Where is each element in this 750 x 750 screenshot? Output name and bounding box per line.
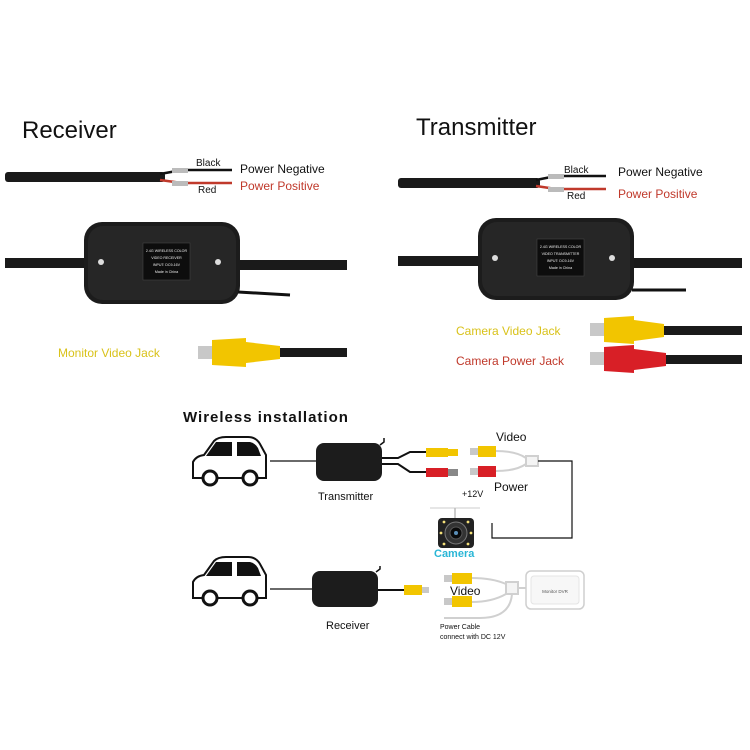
transmitter-power-positive: Power Positive bbox=[618, 187, 698, 201]
install-video-bottom-label: Video bbox=[450, 584, 481, 598]
monitor-cable bbox=[444, 577, 526, 619]
install-power-label: Power bbox=[494, 480, 528, 494]
install-camera-label: Camera bbox=[434, 548, 475, 560]
install-monitor-label: Monitor DVR bbox=[542, 589, 569, 594]
transmitter-power-negative: Power Negative bbox=[618, 165, 703, 179]
receiver-box-text-1: 2.4G WIRELESS COLOR bbox=[146, 249, 188, 253]
receiver-wire-red: Red bbox=[198, 185, 216, 196]
car-icon bbox=[192, 436, 267, 487]
install-power-cable-line1: Power Cable bbox=[440, 624, 480, 631]
receiver-power-positive: Power Positive bbox=[240, 179, 320, 193]
receiver-wire-black: Black bbox=[196, 158, 221, 169]
install-receiver-plug-pair bbox=[444, 573, 472, 607]
install-power-plug-red-2 bbox=[470, 466, 496, 477]
receiver-monitor-video-plug bbox=[198, 338, 347, 367]
install-power-cable-line2: connect with DC 12V bbox=[440, 634, 506, 641]
install-receiver-label: Receiver bbox=[326, 620, 370, 632]
receiver-box-text-3: INPUT: DC9-16V bbox=[153, 263, 181, 267]
install-transmitter-box bbox=[316, 438, 426, 481]
installation-title: Wireless installation bbox=[183, 409, 349, 426]
install-video-top-label: Video bbox=[496, 430, 527, 444]
install-transmitter-label: Transmitter bbox=[318, 491, 374, 503]
receiver-box-text-4: Made in China bbox=[155, 270, 178, 274]
car-icon bbox=[192, 556, 267, 607]
monitor-icon bbox=[525, 570, 585, 610]
install-plus12v-label: +12V bbox=[462, 489, 483, 499]
transmitter-box bbox=[398, 218, 742, 300]
transmitter-power-jack-label: Camera Power Jack bbox=[456, 354, 565, 368]
receiver-power-negative: Power Negative bbox=[240, 162, 325, 176]
receiver-box bbox=[5, 222, 347, 304]
transmitter-box-text-4: Made in China bbox=[549, 266, 572, 270]
camera-cable bbox=[495, 450, 539, 472]
receiver-title: Receiver bbox=[22, 117, 117, 144]
transmitter-box-text-3: INPUT: DC9-16V bbox=[547, 259, 575, 263]
install-receiver-video-plug bbox=[404, 585, 429, 595]
receiver-box-text-2: VIDEO RECEIVER bbox=[151, 256, 182, 260]
receiver-monitor-jack-label: Monitor Video Jack bbox=[58, 346, 161, 360]
install-video-plug-yellow-2 bbox=[470, 446, 496, 457]
transmitter-wire-red: Red bbox=[567, 191, 585, 202]
camera-icon bbox=[430, 507, 480, 548]
transmitter-camera-video-plug bbox=[590, 316, 742, 344]
install-receiver-box bbox=[312, 566, 404, 607]
transmitter-camera-power-plug bbox=[590, 345, 742, 373]
install-video-plug-yellow bbox=[426, 448, 458, 457]
transmitter-video-jack-label: Camera Video Jack bbox=[456, 324, 561, 338]
transmitter-power-wire bbox=[398, 174, 606, 192]
transmitter-wire-black: Black bbox=[564, 165, 589, 176]
install-power-plug-red bbox=[426, 468, 458, 477]
transmitter-title: Transmitter bbox=[416, 114, 536, 141]
transmitter-box-text-2: VIDEO TRANSMITTER bbox=[542, 252, 580, 256]
receiver-power-wire bbox=[5, 168, 232, 186]
transmitter-box-text-1: 2.4G WIRELESS COLOR bbox=[540, 245, 582, 249]
